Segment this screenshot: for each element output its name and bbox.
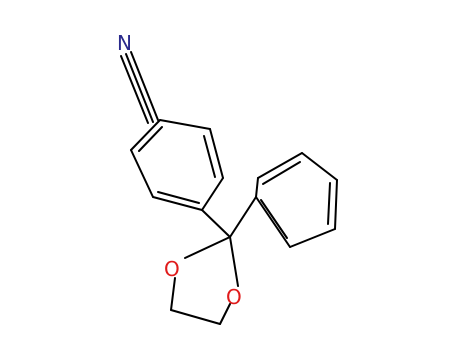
nitrogen-atom-label: N [117, 31, 132, 55]
bond-ring-a-4 [152, 196, 203, 211]
bond-ring-b-1 [255, 177, 259, 198]
bond-ring-b-2 [257, 152, 303, 179]
bond-ring-b-6-inner [260, 199, 288, 239]
bond-nitrile-1 [130, 51, 159, 121]
bond-ring-b-6 [255, 196, 291, 248]
bond-ring-a-6 [130, 119, 161, 151]
bond-ring-b-3 [301, 152, 338, 181]
bond-o2-ch2 [219, 303, 231, 325]
bond-ring-b-4-inner [327, 182, 331, 225]
bond-ring-b-4 [334, 179, 338, 230]
bond-nitrile-2 [125, 53, 154, 123]
bond-quaternary-o1 [184, 236, 231, 259]
bond-ring-a-5 [130, 149, 154, 198]
bond-ring-b-5 [289, 228, 336, 248]
oxygen-atom-label-2: O [226, 285, 242, 309]
bond-ring-b-2-inner [262, 161, 301, 185]
bond-aryl-quaternary [201, 209, 231, 238]
bond-ring-a-2 [209, 128, 224, 179]
bond-ring-a-6-inner [138, 126, 163, 152]
bond-ring-a-2-inner [203, 135, 216, 178]
bond-nitrile-3 [120, 55, 149, 124]
bond-ring-a-1 [159, 119, 211, 130]
oxygen-atom-label-1: O [164, 257, 180, 281]
bond-o1-ch2 [170, 277, 176, 311]
bond-ring-a-4-inner [157, 191, 200, 204]
bond-ch2-ch2 [170, 309, 221, 325]
bond-ring-a-3 [201, 177, 224, 211]
bond-quaternary-phenyl [229, 196, 257, 238]
bond-quaternary-o2 [229, 236, 239, 287]
